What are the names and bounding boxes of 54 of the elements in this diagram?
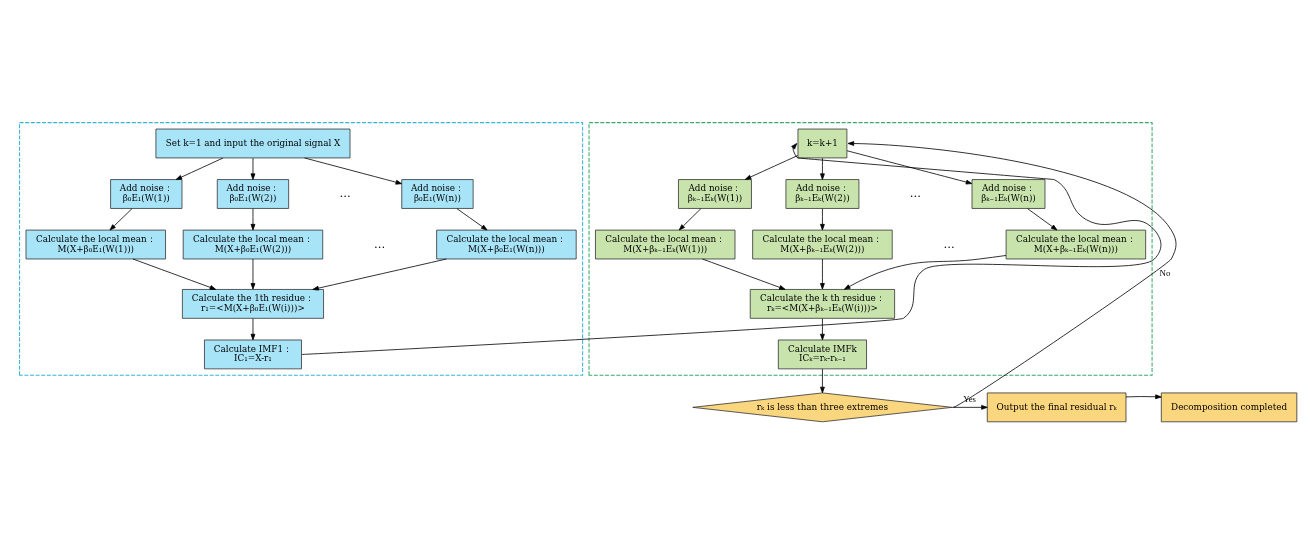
node-box: Add noise： β₀E₁(W(1)): [110, 178, 183, 209]
label: …: [339, 186, 351, 200]
arrow: [702, 258, 786, 290]
node-box: Calculate the 1th residue： r₁=<M(X+β₀E₁(W(i)))>: [182, 288, 324, 319]
arrow: [820, 157, 825, 180]
label: …: [909, 186, 922, 200]
node-box: Calculate the k th residue： rₖ=<M(X+βₖ₋₁Eₖ(W(i)))>: [749, 288, 895, 319]
arrow: [175, 157, 224, 180]
arrow: [109, 207, 133, 230]
arrow: [846, 149, 973, 184]
node-box: Add noise： β₀E₁(W(n)): [401, 178, 474, 209]
node-box: Add noise： βₖ₋₁Eₖ(W(n)): [971, 178, 1046, 209]
arrow: [744, 154, 799, 180]
node-box: k=k+1: [797, 128, 848, 158]
arrow: [250, 157, 256, 180]
arrow: [847, 140, 1177, 408]
label: …: [374, 237, 386, 250]
node-box: Calculate the local mean： M(X+βₖ₋₁Eₖ(W(2))): [752, 229, 893, 259]
arrow: [678, 207, 702, 230]
label: …: [943, 237, 955, 250]
node-box: Calculate the local mean： M(X+βₖ₋₁Eₖ(W(1))): [595, 229, 736, 259]
arrow: [456, 207, 488, 230]
node-box: Output the final residual rₖ: [986, 392, 1127, 422]
arrow: [820, 317, 825, 340]
arrow: [844, 254, 1007, 290]
arrow: [820, 368, 825, 393]
node-box: Add noise： βₖ₋₁Eₖ(W(1)): [678, 178, 752, 209]
arrow: [250, 317, 256, 340]
arrow: [250, 258, 256, 289]
node-diamond: rₖ is less than three extremes: [692, 392, 953, 422]
node-box: Add noise： βₖ₋₁Eₖ(W(2)): [785, 178, 860, 209]
node-box: Decomposition completed: [1160, 392, 1298, 422]
arrow: [304, 157, 402, 185]
arrow: [1027, 207, 1058, 230]
node-box: Calculate the local mean： M(X+β₀E₁(W(1))): [25, 229, 166, 259]
edge-label: No: [1159, 267, 1171, 278]
arrow: [132, 258, 217, 290]
cluster: [588, 121, 1153, 376]
node-box: Calculate IMF1： IC₁=X-r₁: [204, 339, 302, 369]
arrow: [820, 207, 825, 230]
edge-label: Yes: [963, 393, 977, 404]
node-box: Add noise： β₀E₁(W(2)): [216, 178, 290, 209]
node-box: Calculate the local mean： M(X+β₀E₁(W(n))): [436, 229, 577, 259]
node-box: Calculate IMFk ICₖ=rₖ-rₖ₋₁: [777, 339, 867, 369]
arrow: [301, 142, 1162, 355]
arrow: [951, 404, 988, 410]
cluster: [19, 121, 584, 376]
arrow: [250, 207, 256, 230]
arrow: [312, 258, 447, 290]
arrow: [1125, 393, 1162, 399]
node-box: Calculate the local mean： M(X+β₀E₁(W(2))): [182, 229, 324, 259]
node-box: Calculate the local mean： M(X+βₖ₋₁Eₖ(W(n))): [1005, 229, 1147, 259]
node-box: Set k=1 and input the original signal X: [155, 128, 351, 158]
arrow: [820, 258, 825, 289]
